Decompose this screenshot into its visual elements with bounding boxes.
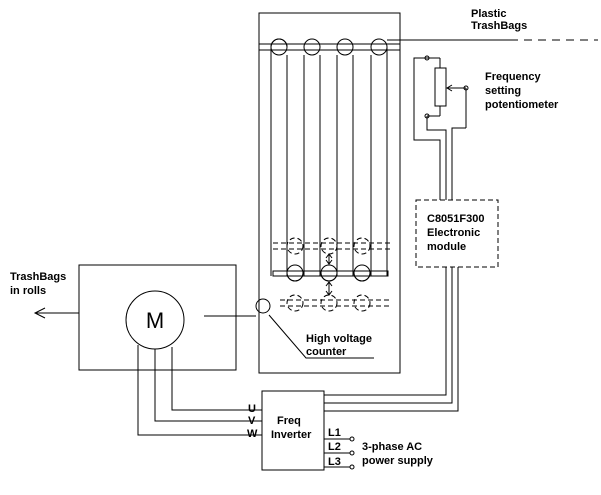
movement-arrows	[325, 253, 333, 296]
frequency-inverter-box	[261, 390, 325, 471]
inverter-label-2: Inverter	[271, 429, 312, 441]
motor-label: M	[146, 308, 164, 333]
electronic-module-box	[415, 199, 499, 268]
hv-counter-label-2: counter	[306, 346, 347, 358]
middle-rollers	[286, 264, 371, 282]
inverter-label-1: Freq	[277, 415, 301, 427]
module-label-1: C8051F300	[427, 213, 485, 225]
dashed-lower-rollers	[280, 294, 390, 312]
pot-to-module-wires	[413, 57, 466, 200]
inverter-output-v: V	[248, 415, 256, 427]
plastic-trashbags-label-2: TrashBags	[471, 20, 527, 32]
trashbags-rolls-label-2: in rolls	[10, 285, 46, 297]
module-to-inverter-wires	[324, 267, 459, 412]
dashed-upper-rollers	[273, 237, 392, 255]
inverter-output-w: W	[247, 428, 258, 440]
inverter-input-l3: L3	[328, 456, 341, 468]
bag-machine-frame	[258, 12, 401, 374]
frequency-potentiometer	[424, 55, 469, 128]
middle-roller-bar	[272, 270, 389, 277]
top-rollers	[270, 38, 388, 56]
ac-input-terminals	[324, 436, 355, 470]
bag-rolls-box	[78, 264, 237, 371]
inverter-input-l2: L2	[328, 441, 341, 453]
hv-counter-leader	[268, 314, 374, 359]
ac-supply-label-2: power supply	[362, 455, 434, 467]
module-label-2: Electronic	[427, 227, 480, 239]
trashbags-rolls-label-1: TrashBags	[10, 271, 66, 283]
output-arrow	[33, 307, 79, 319]
frequency-pot-label-2: setting	[485, 85, 521, 97]
top-roller-bar	[258, 43, 401, 51]
inverter-input-l1: L1	[328, 427, 341, 439]
inverter-output-u: U	[248, 403, 256, 415]
ac-supply-label-1: 3-phase AC	[362, 441, 422, 453]
hv-counter-sensor	[255, 298, 271, 314]
plastic-trashbags-label-1: Plastic	[471, 8, 506, 20]
frequency-pot-label-3: potentiometer	[485, 99, 559, 111]
motor-to-inverter-wires	[137, 345, 262, 436]
frequency-pot-label-1: Frequency	[485, 71, 542, 83]
bag-loops	[270, 38, 388, 276]
hv-counter-label-1: High voltage	[306, 333, 372, 345]
module-label-3: module	[427, 241, 466, 253]
